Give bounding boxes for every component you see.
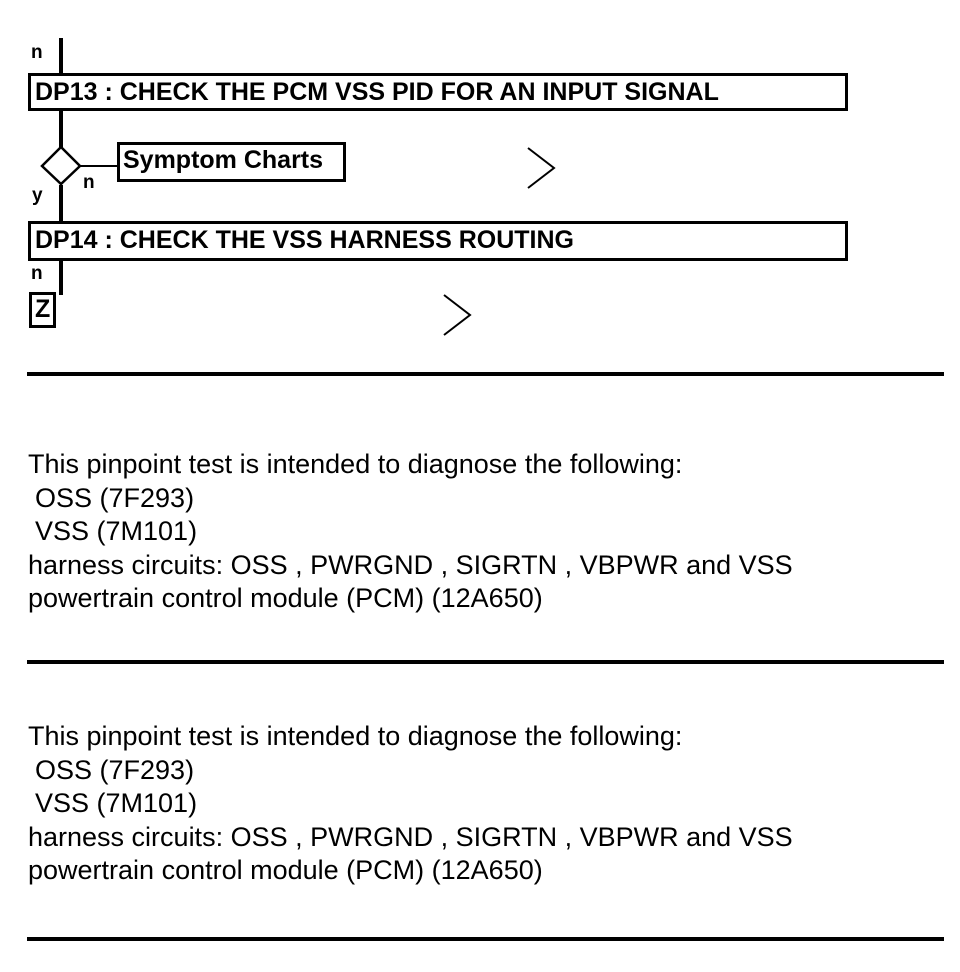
section-divider	[27, 372, 944, 376]
dp13-step-label: DP13 : CHECK THE PCM VSS PID FOR AN INPU…	[35, 78, 719, 106]
description-item: OSS (7F293)	[35, 754, 195, 785]
top-branch-label: n	[31, 42, 43, 63]
description-item: VSS (7M101)	[35, 516, 198, 546]
description-module: powertrain control module (PCM) (12A650)	[28, 583, 543, 613]
section-divider	[27, 660, 944, 664]
symptom-charts-label: Symptom Charts	[123, 146, 324, 174]
test-description: This pinpoint test is intended to diagno…	[28, 720, 793, 888]
dp14-step-label: DP14 : CHECK THE VSS HARNESS ROUTING	[35, 226, 574, 254]
decision-diamond	[40, 145, 82, 186]
terminal-z-box[interactable]: Z	[29, 292, 56, 328]
dp13-step-box[interactable]: DP13 : CHECK THE PCM VSS PID FOR AN INPU…	[28, 73, 848, 111]
terminal-z-label: Z	[35, 295, 51, 323]
description-item: OSS (7F293)	[35, 482, 195, 513]
connector-line	[59, 38, 63, 75]
chevron-right-icon[interactable]	[440, 292, 476, 338]
dp14-step-box[interactable]: DP14 : CHECK THE VSS HARNESS ROUTING	[28, 221, 848, 261]
description-item: VSS (7M101)	[35, 788, 198, 818]
description-harness: harness circuits: OSS , PWRGND , SIGRTN …	[28, 821, 793, 852]
test-description: This pinpoint test is intended to diagno…	[28, 448, 793, 616]
description-module: powertrain control module (PCM) (12A650)	[28, 855, 543, 885]
no-branch-connector	[79, 165, 121, 167]
decision-yes-label: y	[32, 185, 43, 206]
chevron-right-icon[interactable]	[524, 145, 560, 191]
connector-line	[59, 111, 63, 148]
connector-line	[59, 261, 63, 295]
symptom-charts-link[interactable]: Symptom Charts	[117, 142, 346, 182]
step2-branch-label: n	[31, 263, 43, 284]
description-intro: This pinpoint test is intended to diagno…	[28, 449, 683, 479]
decision-no-label: n	[83, 172, 95, 193]
section-divider	[27, 937, 944, 941]
connector-line	[59, 185, 63, 223]
description-harness: harness circuits: OSS , PWRGND , SIGRTN …	[28, 549, 793, 580]
description-intro: This pinpoint test is intended to diagno…	[28, 721, 683, 751]
